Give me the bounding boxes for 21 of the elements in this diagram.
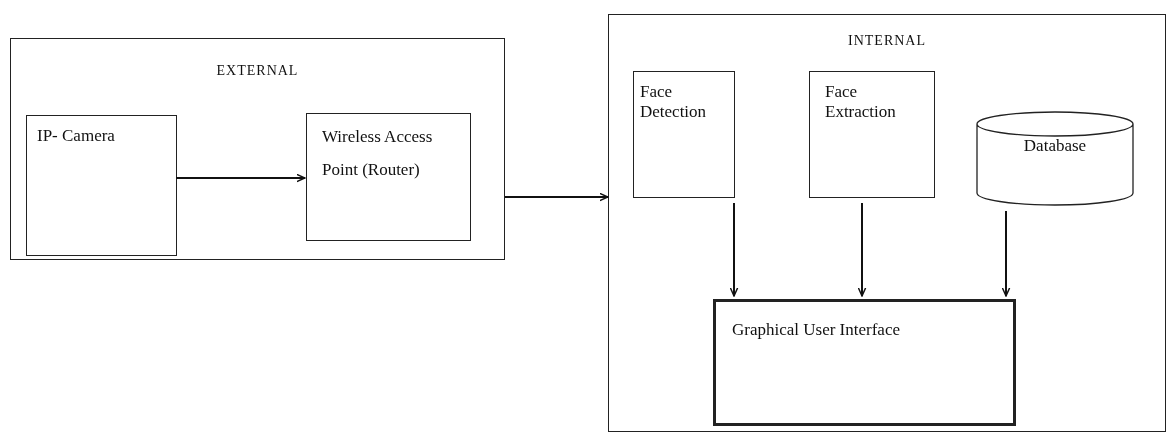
zone-heading: INTERNAL — [847, 33, 927, 50]
node-label: Wireless Access Point (Router) — [322, 126, 434, 182]
process-box — [633, 71, 735, 198]
node-label: Graphical User Interface — [732, 320, 900, 341]
process-box — [306, 113, 471, 241]
arrow — [175, 173, 306, 183]
internal-zone-box — [608, 14, 1166, 432]
node-label: Face Detection — [640, 82, 708, 123]
external-zone-box — [10, 38, 505, 260]
process-box — [809, 71, 935, 198]
database-cylinder — [976, 111, 1134, 206]
arrow — [857, 202, 867, 297]
process-box — [713, 299, 1016, 426]
node-label: Face Extraction — [825, 82, 897, 123]
process-box — [26, 115, 177, 256]
arrow — [504, 192, 609, 202]
node-label: IP- Camera — [37, 126, 115, 147]
arrow — [729, 202, 739, 297]
arrow — [1001, 210, 1011, 297]
node-label: Database — [1022, 136, 1088, 157]
zone-heading: EXTERNAL — [215, 63, 300, 80]
